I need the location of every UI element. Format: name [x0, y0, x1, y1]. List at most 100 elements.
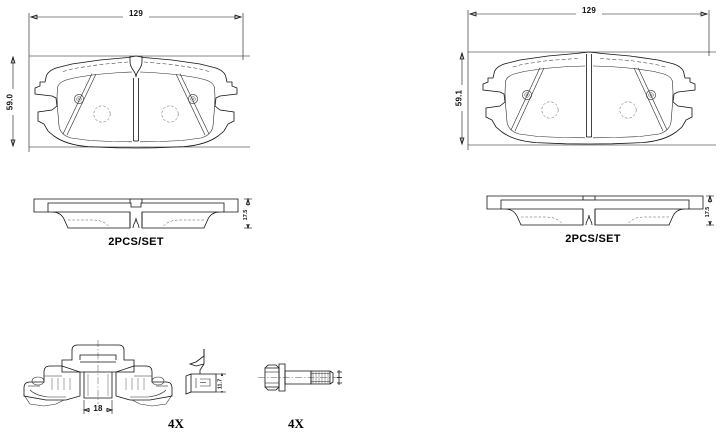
backing-hole-left-r — [541, 101, 559, 119]
section-dim-arrow-top-r — [707, 194, 713, 202]
spring-clip-center-plate — [83, 372, 113, 399]
rivet-hole-outer-right — [188, 94, 198, 104]
dim-text-bg-width — [123, 9, 149, 19]
section-hidden-chamfer-right-r — [626, 216, 669, 226]
friction-material-outline-left — [56, 71, 133, 143]
dim-text-bg-width-r — [576, 6, 602, 16]
backing-hole-left — [93, 105, 111, 123]
dim-text-bg-height — [7, 89, 18, 115]
bolt-thread-lines — [312, 371, 329, 384]
wear-clip-left-flange — [185, 373, 192, 395]
pad-top-notch — [129, 56, 143, 78]
backing-hole-right — [161, 105, 179, 123]
section-friction-right — [141, 211, 224, 229]
hidden-chamfer-left — [62, 61, 129, 72]
dim-label-wear-clip-height: 11.7 — [218, 379, 224, 389]
spring-clip-left-lower-edge — [29, 389, 66, 398]
section-center-notch — [132, 217, 140, 229]
section-backing-left-end — [33, 198, 131, 213]
rivet-hole-inner-right-r — [648, 92, 654, 98]
bolt-end-marks — [337, 371, 342, 384]
hidden-chamfer-right-r — [599, 58, 668, 68]
pad-slot-diagonal-left — [62, 73, 93, 135]
pad-slot-diagonal-left-rb — [514, 67, 545, 132]
accessory-spring-clip: 18 4X — [23, 340, 185, 431]
pad-slot-diagonal-right — [179, 73, 210, 135]
spring-clip-dim-text-bg — [90, 404, 106, 413]
hidden-chamfer-right — [143, 61, 210, 72]
spring-clip-left-serration — [51, 378, 71, 390]
spring-clip-right-serration — [125, 378, 145, 390]
pad-slot-diagonal-right-rb — [633, 67, 664, 132]
section-dim-text-bg — [242, 206, 252, 224]
rivet-hole-core-left — [77, 97, 81, 101]
dim-label-spring-clip-width: 18 — [93, 404, 103, 413]
dim-text-bg-height-r — [456, 85, 467, 111]
section-friction-left — [48, 211, 131, 229]
spring-clip-right-lower-edge — [130, 389, 167, 398]
spring-clip-right-eye — [151, 376, 165, 386]
rivet-hole-inner-right — [190, 96, 196, 102]
section-hidden-chamfer-left — [68, 219, 111, 229]
spring-clip-upper-arch — [61, 344, 135, 373]
dim-label-thickness-right: 17.5 — [705, 207, 711, 218]
pad-backing-plate-outline-right — [482, 51, 696, 145]
section-dim-arrow-top — [245, 197, 251, 205]
pad-slot-diagonal-left-r — [510, 67, 541, 131]
view-section-right: 17.5 2PCS/SET — [486, 194, 714, 245]
section-hidden-chamfer-left-r — [521, 216, 564, 226]
friction-material-outline-right-r — [592, 65, 674, 139]
dim-arrow-top-r — [459, 51, 465, 60]
pad-slot-diagonal-right-r — [637, 67, 668, 131]
section-friction-left-r — [501, 208, 584, 226]
hidden-chamfer-left-r — [510, 58, 579, 68]
section-friction-right-r — [594, 208, 689, 226]
rivet-hole-core-left-r — [525, 93, 529, 97]
dim-arrow-bottom — [10, 139, 16, 148]
backing-hole-right-r — [619, 101, 637, 119]
dim-arrow-right — [234, 14, 243, 20]
section-center-boss — [130, 202, 142, 208]
rivet-hole-inner-left — [76, 96, 82, 102]
accessory-hex-flange-bolt: 4X — [258, 363, 342, 431]
section-backing-left-end-r — [486, 195, 584, 210]
bolt-tip — [329, 370, 334, 385]
accessory-wear-sensor-clip: 11.7 — [185, 349, 226, 395]
quantity-label-spring-clip: 4X — [168, 416, 185, 431]
dim-arrow-bottom-r — [459, 137, 465, 146]
bolt-head-top-bevel — [264, 364, 280, 369]
pad-slot-diagonal-left-b — [66, 73, 97, 136]
wear-clip-body — [190, 373, 217, 393]
spring-clip-right-wing — [115, 365, 173, 401]
pad-backing-plate-outline-left — [34, 55, 238, 149]
dim-label-height-left: 59.0 — [6, 93, 15, 110]
dim-arrow-left-r — [468, 11, 477, 17]
wear-clip-inner-slot — [200, 378, 211, 387]
section-hidden-chamfer-right — [161, 219, 204, 229]
dim-arrow-left — [29, 14, 38, 20]
spring-clip-left-wing — [23, 365, 81, 401]
spring-clip-dim-arrow-left — [82, 407, 90, 413]
wear-clip-dim-text-bg — [217, 376, 226, 391]
section-backing-right-end — [141, 198, 239, 213]
dim-label-width-right: 129 — [582, 6, 596, 15]
rivet-hole-outer-left-r — [522, 90, 532, 100]
friction-material-outline-left-r — [504, 65, 586, 139]
friction-material-outline-right — [139, 71, 216, 143]
dim-arrow-top — [10, 55, 16, 64]
spring-clip-dim-arrow-right — [106, 407, 114, 413]
spring-clip-left-tail — [23, 394, 65, 407]
rivet-hole-outer-left — [74, 94, 84, 104]
spring-clip-left-eye — [31, 376, 45, 386]
quantity-label-set-left: 2PCS/SET — [108, 236, 164, 248]
spring-clip-inner-tab — [79, 354, 117, 360]
rivet-hole-core-right-r — [649, 93, 653, 97]
view-section-left: 17.5 2PCS/SET — [33, 197, 252, 248]
rivet-hole-core-right — [191, 97, 195, 101]
pad-slot-diagonal-right-b — [175, 73, 206, 136]
rivet-hole-outer-right-r — [646, 90, 656, 100]
bolt-thread-root-lines — [311, 373, 330, 382]
view-front-pad-right: 129 59.1 — [455, 6, 716, 150]
section-center-notch-r — [585, 214, 593, 226]
